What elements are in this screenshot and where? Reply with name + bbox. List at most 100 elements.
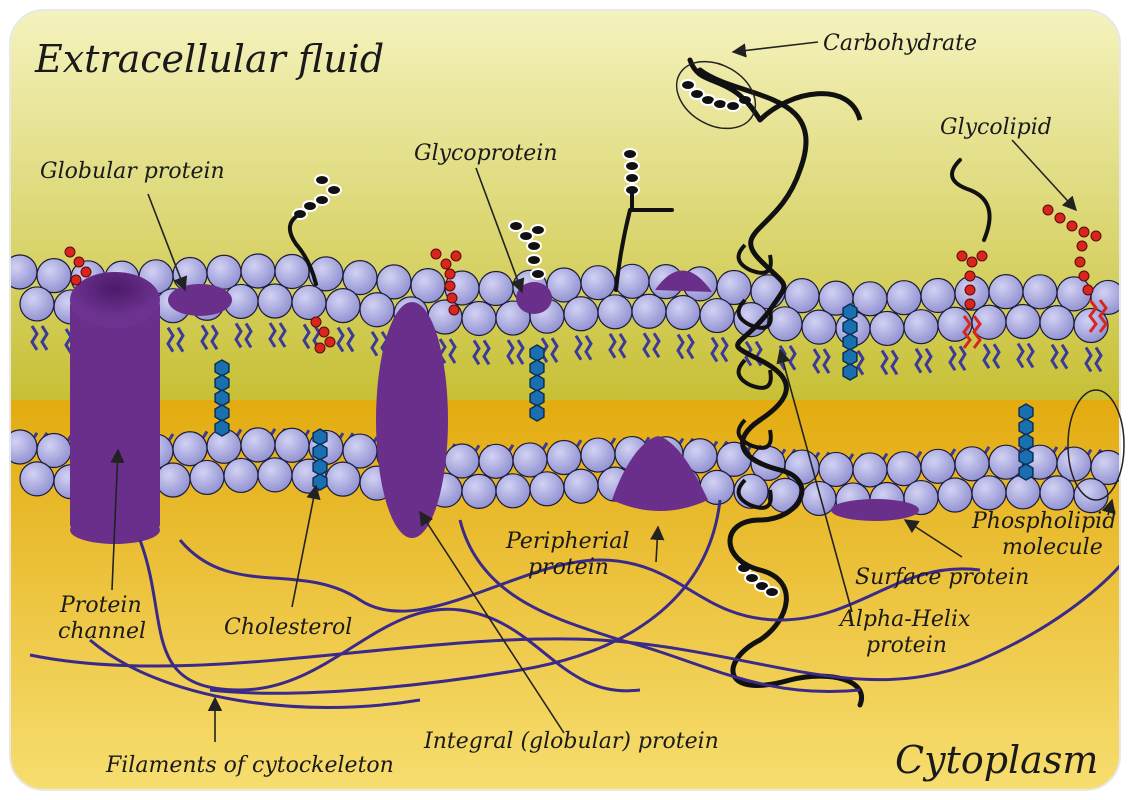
cholesterol-ring bbox=[530, 345, 544, 361]
phospholipid-head bbox=[768, 307, 802, 341]
alpha-helix-label-2: protein bbox=[866, 633, 947, 658]
phospholipid-head bbox=[326, 289, 360, 323]
phospholipid-head bbox=[530, 472, 564, 506]
integral-protein bbox=[376, 302, 448, 538]
glyco-bead bbox=[977, 251, 987, 261]
carbohydrate-bead bbox=[527, 241, 541, 251]
phospholipid-head bbox=[241, 428, 275, 462]
phospholipid-head bbox=[292, 285, 326, 319]
glyco-bead bbox=[71, 275, 81, 285]
cholesterol-ring bbox=[1019, 434, 1033, 450]
peripheral-protein-label-2: protein bbox=[528, 555, 609, 580]
phospholipid-head bbox=[258, 458, 292, 492]
phospholipid-head bbox=[564, 297, 598, 331]
cholesterol-ring bbox=[313, 444, 327, 460]
phospholipid-head bbox=[632, 294, 666, 328]
phospholipid-head bbox=[938, 478, 972, 512]
phospholipid-head bbox=[1006, 475, 1040, 509]
phospholipid-head bbox=[853, 453, 887, 487]
glyco-bead bbox=[451, 251, 461, 261]
phospholipid-head bbox=[1023, 275, 1057, 309]
phospholipid-head bbox=[258, 284, 292, 318]
carbohydrate-bead bbox=[681, 80, 695, 90]
peripheral-protein-label-1: Peripherial bbox=[505, 529, 629, 554]
phospholipid-head bbox=[581, 266, 615, 300]
glyco-bead bbox=[431, 249, 441, 259]
carbohydrate-bead bbox=[713, 99, 727, 109]
cholesterol-ring bbox=[530, 375, 544, 391]
glycolipid-label: Glycolipid bbox=[940, 115, 1052, 140]
phospholipid-head bbox=[870, 311, 904, 345]
glyco-bead bbox=[967, 257, 977, 267]
cholesterol-ring bbox=[843, 334, 857, 350]
phospholipid-head bbox=[496, 474, 530, 508]
phospholipid-head bbox=[513, 443, 547, 477]
glyco-bead bbox=[325, 337, 335, 347]
phospholipid-head bbox=[1040, 476, 1074, 510]
carbohydrate-bead bbox=[527, 255, 541, 265]
cholesterol-ring bbox=[215, 390, 229, 406]
carbohydrate-bead bbox=[315, 175, 329, 185]
phospholipid-head bbox=[360, 293, 394, 327]
glyco-bead bbox=[965, 285, 975, 295]
glyco-bead bbox=[957, 251, 967, 261]
glyco-bead bbox=[1083, 285, 1093, 295]
glycoprotein-label: Glycoprotein bbox=[414, 141, 558, 166]
phospholipid-head bbox=[156, 463, 190, 497]
phospholipid-head bbox=[802, 310, 836, 344]
phospholipid-head bbox=[20, 462, 54, 496]
cholesterol-ring bbox=[843, 319, 857, 335]
glyco-bead bbox=[1077, 241, 1087, 251]
carbohydrate-bead bbox=[623, 149, 637, 159]
glyco-bead bbox=[1079, 227, 1089, 237]
phospholipid-head bbox=[462, 301, 496, 335]
glyco-bead bbox=[1075, 257, 1085, 267]
cholesterol-ring bbox=[313, 429, 327, 445]
glyco-bead bbox=[81, 267, 91, 277]
phospholipid-head bbox=[1040, 306, 1074, 340]
glyco-bead bbox=[1055, 213, 1065, 223]
phospholipid-head bbox=[241, 254, 275, 288]
phospholipid-head bbox=[479, 271, 513, 305]
phospholipid-head bbox=[462, 474, 496, 508]
carbohydrate-bead bbox=[327, 185, 341, 195]
globular-protein bbox=[168, 284, 232, 316]
glyco-bead bbox=[1067, 221, 1077, 231]
carbohydrate-bead bbox=[765, 587, 779, 597]
carbohydrate-bead bbox=[509, 221, 523, 231]
carbohydrate-bead bbox=[625, 161, 639, 171]
phospholipid-head bbox=[3, 430, 37, 464]
phospholipid-head bbox=[887, 452, 921, 486]
glyco-bead bbox=[319, 327, 329, 337]
glyco-bead bbox=[441, 259, 451, 269]
glyco-bead bbox=[449, 305, 459, 315]
cholesterol-ring bbox=[1019, 404, 1033, 420]
phospholipid-head bbox=[802, 481, 836, 515]
phospholipid-head bbox=[326, 462, 360, 496]
carbohydrate-bead bbox=[531, 225, 545, 235]
cholesterol-ring bbox=[1019, 419, 1033, 435]
region-extracellular-label: Extracellular fluid bbox=[34, 37, 384, 81]
phospholipid-head bbox=[581, 438, 615, 472]
carbohydrate-label: Carbohydrate bbox=[823, 31, 977, 56]
glyco-bead bbox=[1043, 205, 1053, 215]
glyco-bead bbox=[445, 269, 455, 279]
phospholipid-head bbox=[224, 458, 258, 492]
cholesterol-ring bbox=[1019, 449, 1033, 465]
phospholipid-head bbox=[989, 275, 1023, 309]
surface-protein bbox=[831, 499, 919, 521]
glyco-bead bbox=[965, 299, 975, 309]
glyco-bead bbox=[74, 257, 84, 267]
phospholipid-head bbox=[1006, 305, 1040, 339]
cholesterol-ring bbox=[530, 390, 544, 406]
phospholipid-head bbox=[853, 282, 887, 316]
carbohydrate-bead bbox=[625, 173, 639, 183]
glyco-bead bbox=[447, 293, 457, 303]
phospholipid-head bbox=[275, 428, 309, 462]
alpha-helix-label-1: Alpha-Helix bbox=[838, 607, 971, 632]
cholesterol-ring bbox=[530, 405, 544, 421]
region-cytoplasm-label: Cytoplasm bbox=[895, 738, 1098, 782]
cholesterol-ring bbox=[313, 459, 327, 475]
phospholipid-head bbox=[989, 445, 1023, 479]
